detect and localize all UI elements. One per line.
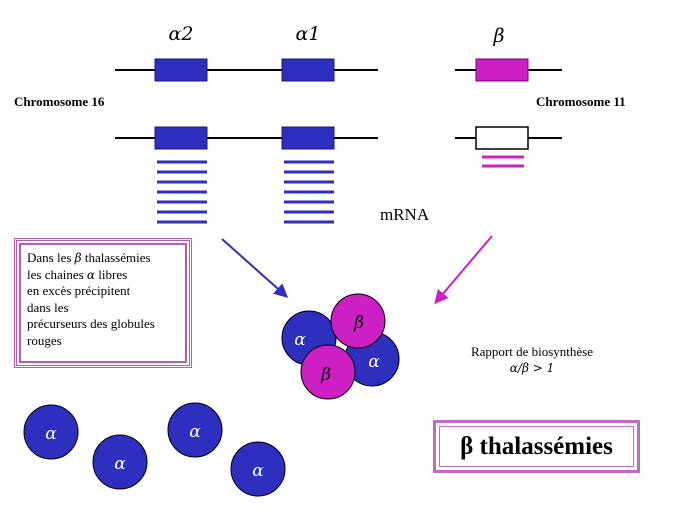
alpha2-mrna-strands	[157, 160, 207, 224]
chromosome-16-label: Chromosome 16	[14, 94, 105, 109]
alpha-chain-circle	[230, 441, 286, 497]
alpha-chain-circle	[23, 404, 79, 460]
beta-mrna-strands	[482, 155, 524, 168]
alpha2-gene-box	[154, 58, 208, 82]
alpha-chain-label: α	[368, 352, 380, 372]
explanation-line: précurseurs des globules	[27, 316, 155, 331]
explanation-line: dans les	[27, 299, 69, 315]
explanation-line: les chaines α libres	[27, 266, 128, 282]
alpha-chain-circle	[92, 434, 148, 490]
title-box: β thalassémies	[433, 420, 640, 473]
beta-chain-circle	[330, 293, 386, 349]
beta-arrow	[434, 235, 493, 305]
beta-transcribed-box-empty	[475, 126, 529, 150]
title-box-inner-border	[439, 426, 634, 467]
alpha1-transcribed-box	[281, 126, 335, 150]
chain-precipitate-cluster: α α β β	[281, 293, 400, 400]
biosynthesis-ratio: Rapport de biosynthèse α/β > 1	[452, 343, 612, 377]
alpha-chain-label: α	[294, 330, 306, 350]
alpha1-gene-label: α1	[296, 23, 321, 45]
beta-chain-circle	[300, 344, 356, 400]
alpha1-gene-box	[281, 58, 335, 82]
beta-gene-label: β	[493, 25, 505, 47]
ratio-value: α/β > 1	[509, 361, 555, 375]
explanation-line: rouges	[27, 332, 62, 348]
alpha-chain-circle	[167, 402, 223, 458]
alpha-chain-label: α	[189, 422, 201, 442]
chromosome-11-label: Chromosome 11	[536, 94, 626, 109]
alpha2-gene-label: α2	[169, 23, 194, 45]
ratio-caption: Rapport de biosynthèse	[470, 344, 594, 359]
alpha2-transcribed-box	[154, 126, 208, 150]
free-alpha-chains: α α α α	[23, 402, 286, 497]
alpha-arrow	[221, 238, 289, 298]
explanation-line: Dans les β thalassémies	[27, 250, 151, 265]
alpha-chain-label: α	[45, 424, 57, 444]
explanation-box: Dans les β thalassémies les chaines α li…	[14, 238, 192, 368]
explanation-line: en excès précipitent	[27, 283, 131, 298]
alpha-chain-label: α	[252, 461, 264, 481]
page-title: β thalassémies	[460, 432, 613, 460]
beta-chain-label: β	[353, 313, 364, 333]
alpha1-mrna-strands	[284, 160, 334, 224]
mrna-label: mRNA	[380, 205, 430, 224]
beta-chain-label: β	[320, 365, 331, 385]
alpha-chain-label: α	[114, 454, 126, 474]
beta-gene-box	[475, 58, 529, 82]
